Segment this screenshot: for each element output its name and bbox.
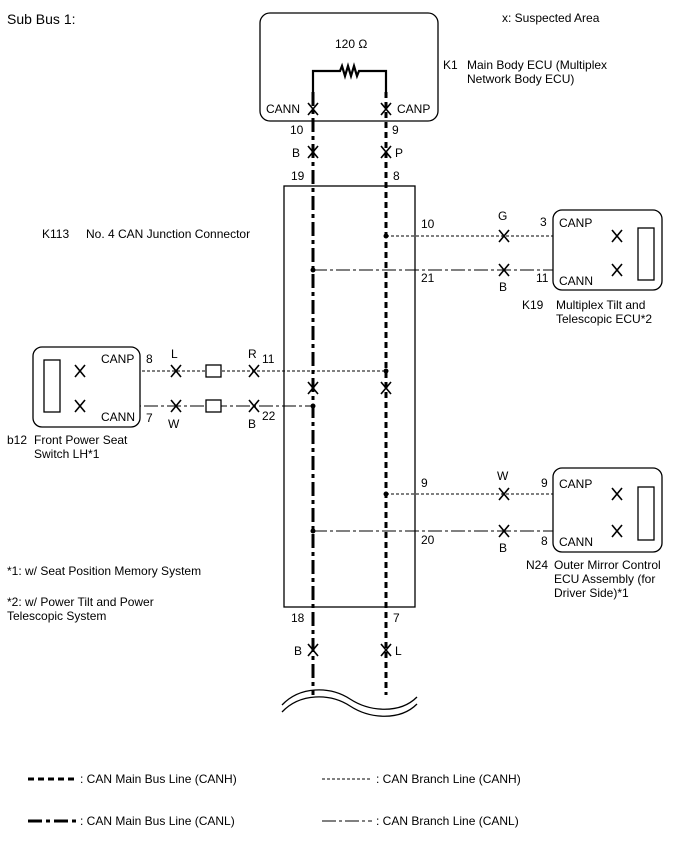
n24-jc-pin-canp: 9 <box>421 476 428 490</box>
k19-code: K19 <box>522 298 544 312</box>
k19-cann-splice <box>310 267 316 273</box>
k19-jc-pin-canp: 10 <box>421 217 435 231</box>
n24-cann-splice <box>310 528 316 534</box>
k1-pin-canp: 9 <box>392 123 399 137</box>
b12-wire-cann-left: W <box>168 417 180 431</box>
k1-canp-label: CANP <box>397 102 430 116</box>
b12-switch-module <box>43 359 61 413</box>
n24-name-line3: Driver Side)*1 <box>554 586 629 600</box>
k19-jc-pin-cann: 21 <box>421 271 435 285</box>
n24-ecu-box <box>552 467 663 553</box>
bus-break-lower <box>281 696 418 717</box>
b12-pin-canp: 8 <box>146 352 153 366</box>
n24-name-line2: ECU Assembly (for <box>554 572 655 586</box>
b12-cann-splice <box>310 403 316 409</box>
n24-ecu-module <box>637 486 655 541</box>
n24-name-line1: Outer Mirror Control <box>554 558 661 572</box>
k1-wire-canp: P <box>395 146 403 160</box>
b12-jc-pin-canp: 11 <box>262 352 275 366</box>
k19-pin-canp: 3 <box>540 215 547 229</box>
k19-wire-cann: B <box>499 280 507 294</box>
b12-pin-cann: 7 <box>146 411 153 425</box>
note-2-line1: *2: w/ Power Tilt and Power <box>7 595 154 609</box>
k19-name-line2: Telescopic ECU*2 <box>556 312 652 326</box>
k113-pin-top-left: 19 <box>291 169 305 183</box>
k19-pin-cann: 11 <box>536 271 549 285</box>
b12-cann-label: CANN <box>101 410 135 424</box>
k113-pin-top-right: 8 <box>393 169 400 183</box>
b12-canp-splice <box>383 368 389 374</box>
k1-wire-cann: B <box>292 146 300 160</box>
k113-code: K113 <box>42 227 69 241</box>
k19-ecu-box <box>552 209 663 291</box>
k1-code: K1 <box>443 58 458 72</box>
k113-pin-bottom-right: 7 <box>393 611 400 625</box>
terminating-resistor <box>311 62 388 92</box>
n24-canp-label: CANP <box>559 477 592 491</box>
suspect-mark-b12-cann-wire-right <box>248 399 260 413</box>
k1-cann-label: CANN <box>266 102 300 116</box>
n24-pin-canp: 9 <box>541 476 548 490</box>
b12-canp-label: CANP <box>101 352 134 366</box>
legend-main-canh: : CAN Main Bus Line (CANH) <box>80 772 237 786</box>
legend-branch-canh: : CAN Branch Line (CANH) <box>376 772 521 786</box>
n24-code: N24 <box>526 558 548 572</box>
k113-pin-bottom-left: 18 <box>291 611 305 625</box>
resistor-label: 120 Ω <box>335 37 367 51</box>
n24-pin-cann: 8 <box>541 534 548 548</box>
b12-jc-pin-cann: 22 <box>262 409 276 423</box>
n24-cann-label: CANN <box>559 535 593 549</box>
b12-canp-connector <box>205 364 222 378</box>
k113-junction-connector-box <box>283 185 416 608</box>
b12-wire-cann-right: B <box>248 417 256 431</box>
bus-break-upper <box>281 689 418 710</box>
k113-wire-bottom-right: L <box>395 644 402 658</box>
legend-branch-canl: : CAN Branch Line (CANL) <box>376 814 519 828</box>
note-1: *1: w/ Seat Position Memory System <box>7 564 201 578</box>
note-2-line2: Telescopic System <box>7 609 106 623</box>
k19-cann-label: CANN <box>559 274 593 288</box>
suspected-area-note: x: Suspected Area <box>502 11 600 25</box>
k1-pin-cann: 10 <box>290 123 304 137</box>
b12-name-line2: Switch LH*1 <box>34 447 100 461</box>
n24-canp-splice <box>383 491 389 497</box>
k19-canp-label: CANP <box>559 216 592 230</box>
b12-cann-connector <box>205 399 222 413</box>
b12-wire-canp-left: L <box>171 347 178 361</box>
n24-wire-cann: B <box>499 541 507 555</box>
k113-wire-bottom-left: B <box>294 644 302 658</box>
k19-ecu-module <box>637 227 655 281</box>
b12-code: b12 <box>7 433 27 447</box>
k1-name-line1: Main Body ECU (Multiplex <box>467 58 607 72</box>
k19-name-line1: Multiplex Tilt and <box>556 298 645 312</box>
n24-wire-canp: W <box>497 469 509 483</box>
k19-wire-canp: G <box>498 209 507 223</box>
k113-name: No. 4 CAN Junction Connector <box>86 227 250 241</box>
k1-name-line2: Network Body ECU) <box>467 72 574 86</box>
k19-canp-splice <box>383 233 389 239</box>
page-title: Sub Bus 1: <box>7 11 76 27</box>
b12-wire-canp-right: R <box>248 347 257 361</box>
legend-main-canl: : CAN Main Bus Line (CANL) <box>80 814 235 828</box>
n24-jc-pin-cann: 20 <box>421 533 435 547</box>
b12-name-line1: Front Power Seat <box>34 433 128 447</box>
